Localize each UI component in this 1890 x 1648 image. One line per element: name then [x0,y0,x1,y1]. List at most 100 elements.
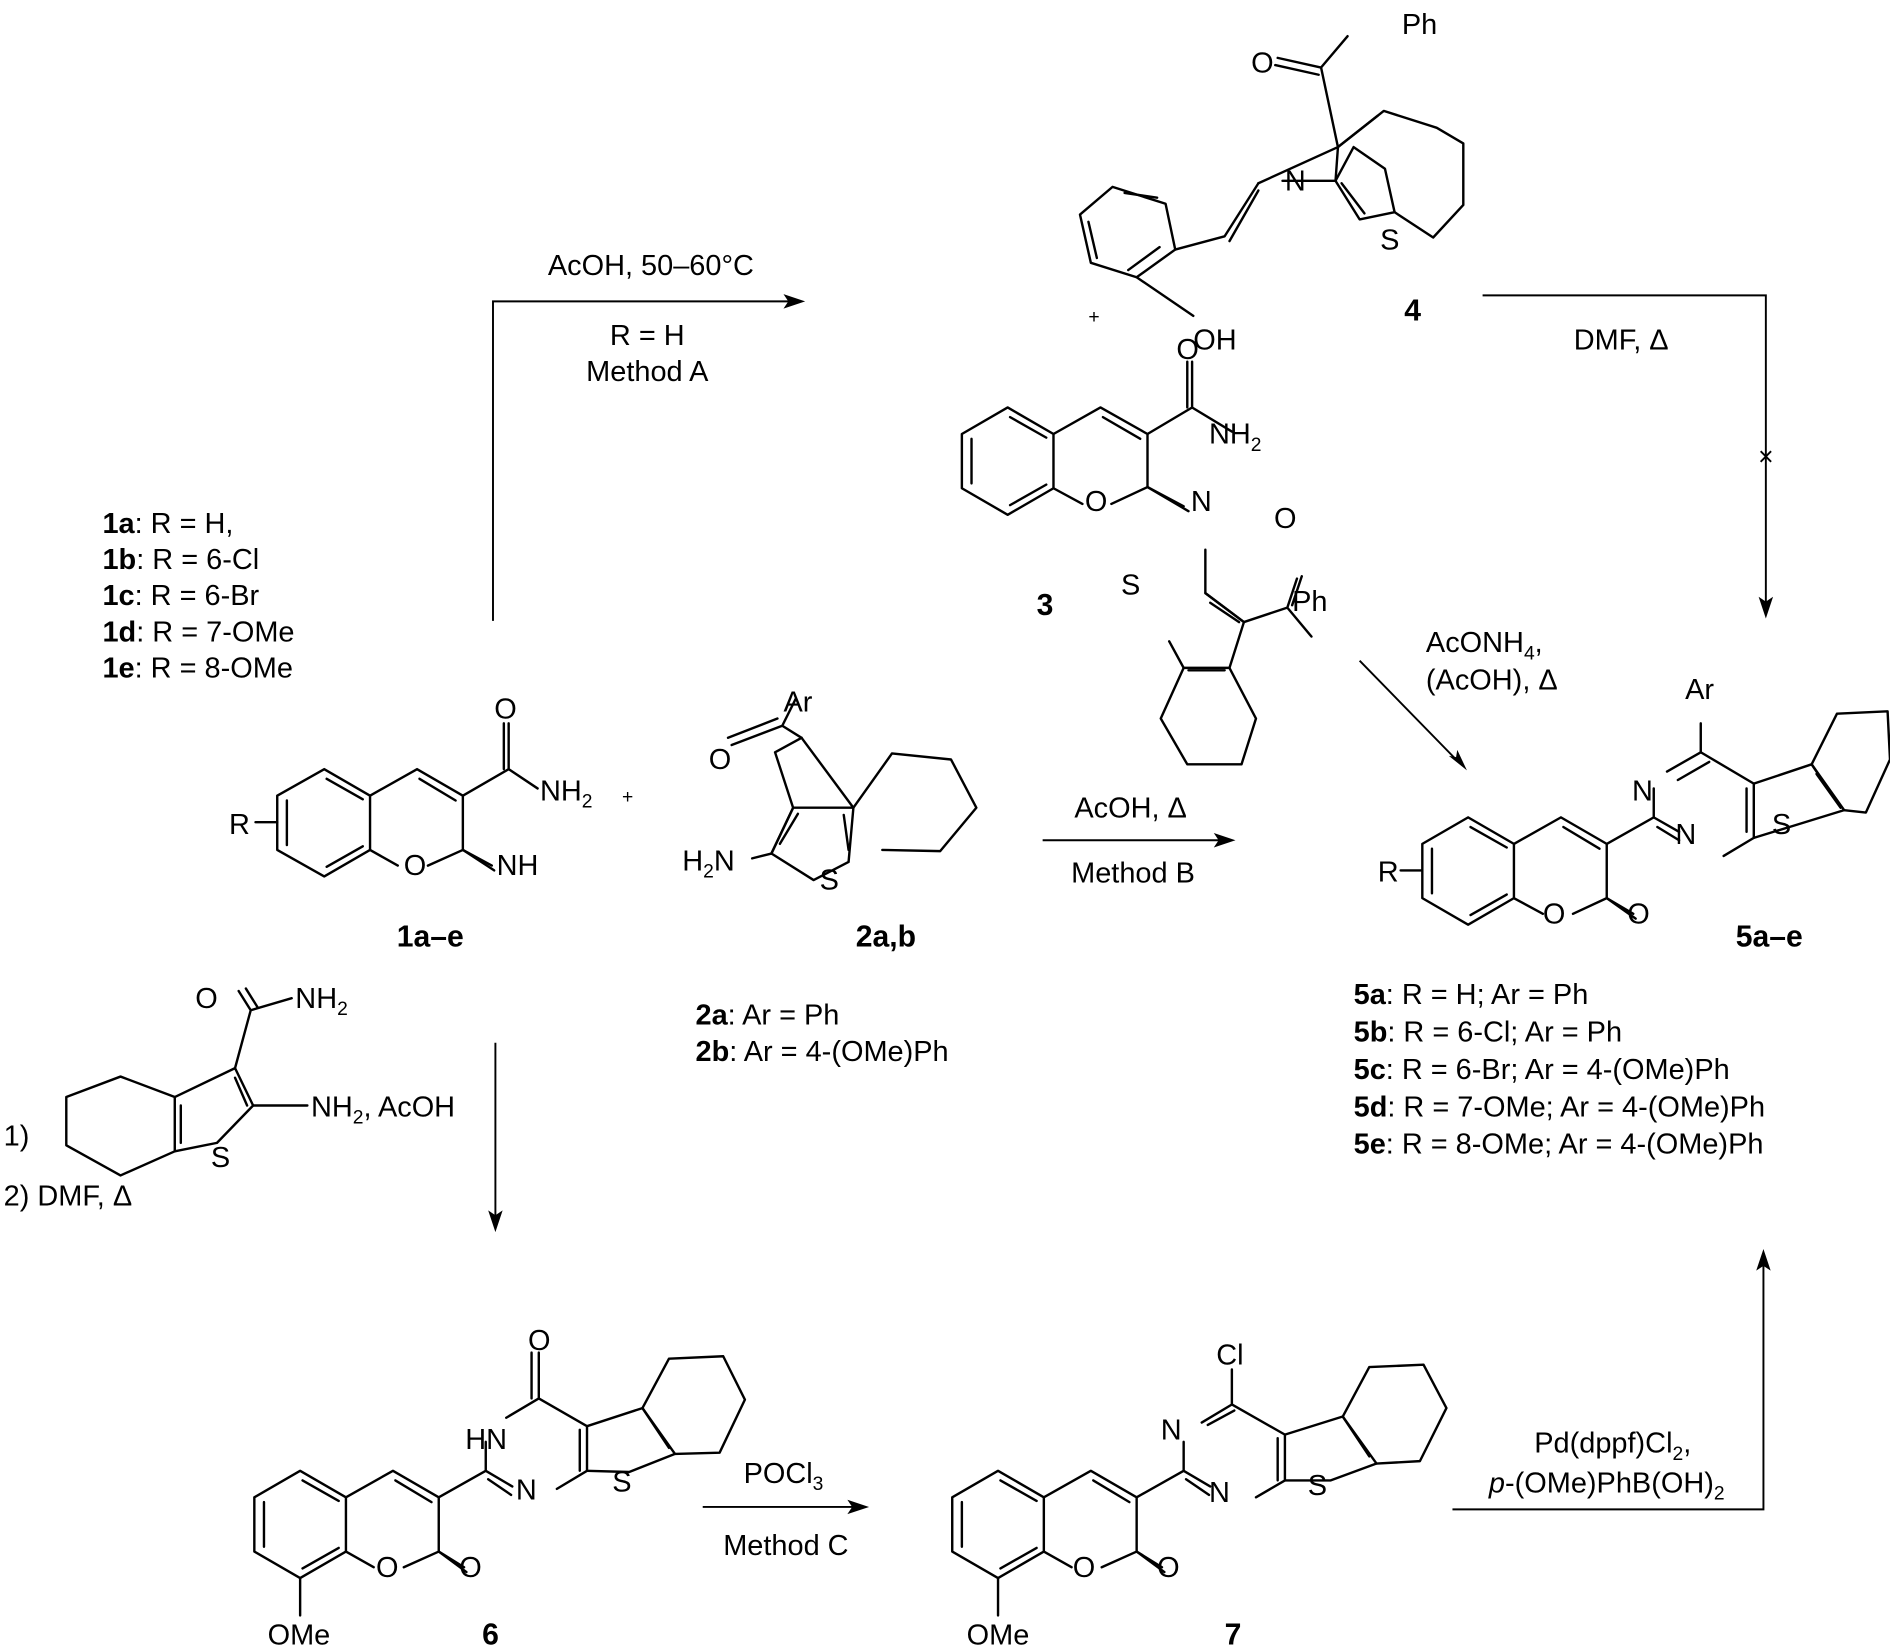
legend-item-2b: 2b: Ar = 4-(OMe)Ph [695,1036,948,1068]
dmf-condition: DMF, Δ [1574,325,1669,357]
atom-R: R [229,809,250,841]
compound-3-structure [960,360,1313,766]
reagent-step-2: 2) DMF, Δ [4,1181,133,1213]
compound-4-structure [1078,34,1465,318]
legend-item-1b: 1b: R = 6-Cl [102,544,259,576]
arrowhead [1756,1248,1771,1271]
legend-series-2: 2a: Ar = Ph 2b: Ar = 4-(OMe)Ph [695,1000,948,1068]
reagent-step-1: NH2, AcOH [311,1091,455,1128]
atom-S: S [612,1466,631,1498]
method-c-label: Method C [723,1530,848,1562]
suzuki-boronic-acid: p-(OMe)PhB(OH)2 [1488,1467,1725,1504]
suzuki-catalyst: Pd(dppf)Cl2, [1534,1428,1691,1465]
legend-item-5e: 5e: R = 8-OMe; Ar = 4-(OMe)Ph [1354,1129,1764,1161]
compound-5-structure [1399,710,1890,926]
method-a-condition: AcOH, 50–60°C [548,250,754,282]
atom-O: O [494,694,516,726]
atom-NH2: NH2 [1209,419,1261,456]
atom-N: N [1209,1477,1230,1509]
arrowhead [1758,596,1774,619]
atom-S: S [1121,569,1140,601]
arrowhead [783,294,806,309]
compound-6-structure [253,1351,747,1617]
atom-N: N [516,1475,537,1507]
atom-OMe: OMe [268,1619,331,1648]
arrowhead [488,1210,503,1233]
legend-item-2a: 2a: Ar = Ph [695,1000,839,1032]
atom-O-ring: O [1543,898,1565,930]
arrowhead [1448,749,1467,771]
atom-N: N [1632,775,1653,807]
compound-label-4: 4 [1404,295,1421,328]
compound-2-structure [726,698,978,882]
atom-O-carbonyl: O [1157,1552,1179,1584]
legend-item-1c: 1c: R = 6-Br [102,580,259,612]
compound-label-7: 7 [1225,1618,1242,1648]
atom-O: O [1251,47,1273,79]
legend-item-1e: 1e: R = 8-OMe [102,653,292,685]
atom-OH: OH [1193,325,1236,357]
atom-N: N [1161,1414,1182,1446]
atom-S: S [1380,225,1399,257]
atom-S: S [1772,809,1791,841]
atom-H2N: H2N [682,845,734,882]
legend-item-1d: 1d: R = 7-OMe [102,616,294,648]
atom-R: R [1378,856,1399,888]
atom-O-carbonyl: O [1627,898,1649,930]
atom-N: N [1675,819,1696,851]
legend-series-1: 1a: R = H, 1b: R = 6-Cl 1c: R = 6-Br 1d:… [102,508,294,685]
atom-O-ring: O [376,1552,398,1584]
method-c-condition: POCl3 [744,1458,824,1495]
atom-Ph: Ph [1292,586,1327,618]
compound-label-2: 2a,b [856,920,916,953]
atom-S: S [211,1142,230,1174]
arrowhead [1213,833,1236,848]
atom-N: N [1285,165,1306,197]
legend-item-5b: 5b: R = 6-Cl; Ar = Ph [1354,1017,1622,1049]
atom-Cl: Cl [1216,1340,1243,1372]
atom-O-ring: O [1073,1552,1095,1584]
legend-item-5c: 5c: R = 6-Br; Ar = 4-(OMe)Ph [1354,1054,1730,1086]
suzuki-arrow [1452,1265,1765,1511]
atom-NH: NH [497,850,539,882]
atom-HN: HN [465,1424,507,1456]
atom-S: S [1308,1470,1327,1502]
atom-OMe: OMe [967,1619,1030,1648]
legend-item-5a: 5a: R = H; Ar = Ph [1354,979,1589,1011]
compound-label-1: 1a–e [397,920,464,953]
method-b-label: Method B [1071,857,1195,889]
atom-O-ring: O [1085,486,1107,518]
compound-label-3: 3 [1037,589,1054,622]
method-a-arrow [492,300,790,621]
method-b-condition: AcOH, Δ [1074,792,1187,824]
method-a-r-note: R = H [610,320,685,352]
compound-label-5: 5a–e [1736,920,1803,953]
step-1-label: 1) [4,1120,30,1152]
atom-S: S [820,865,839,897]
acoNH4-line2: (AcOH), Δ [1426,665,1558,697]
plus-sign: + [1088,307,1099,328]
compound-1-structure [254,722,539,878]
method-a-label: Method A [586,356,709,388]
atom-Ph: Ph [1402,9,1437,41]
arrowhead [847,1499,870,1515]
atom-NH2: NH2 [540,775,592,812]
atom-N: N [1191,486,1212,518]
atom-O: O [1176,334,1198,366]
atom-O-carbonyl: O [459,1552,481,1584]
atom-O: O [709,744,731,776]
blocked-reaction-mark: × [1758,441,1773,471]
legend-series-5: 5a: R = H; Ar = Ph 5b: R = 6-Cl; Ar = Ph… [1354,979,1765,1160]
atom-Ar: Ar [783,686,812,718]
compound-7-structure [951,1363,1448,1617]
acoNH4-line1: AcONH4, [1426,627,1543,664]
atom-O: O [195,983,217,1015]
dmf-arrow [1482,294,1767,603]
atom-Ar: Ar [1685,674,1714,706]
legend-item-1a: 1a: R = H, [102,508,233,540]
plus-sign: + [622,787,633,808]
atom-O-ketone: O [1274,503,1296,535]
compound-label-6: 6 [482,1618,499,1648]
legend-item-5d: 5d: R = 7-OMe; Ar = 4-(OMe)Ph [1354,1091,1765,1123]
atom-O-ring: O [404,850,426,882]
